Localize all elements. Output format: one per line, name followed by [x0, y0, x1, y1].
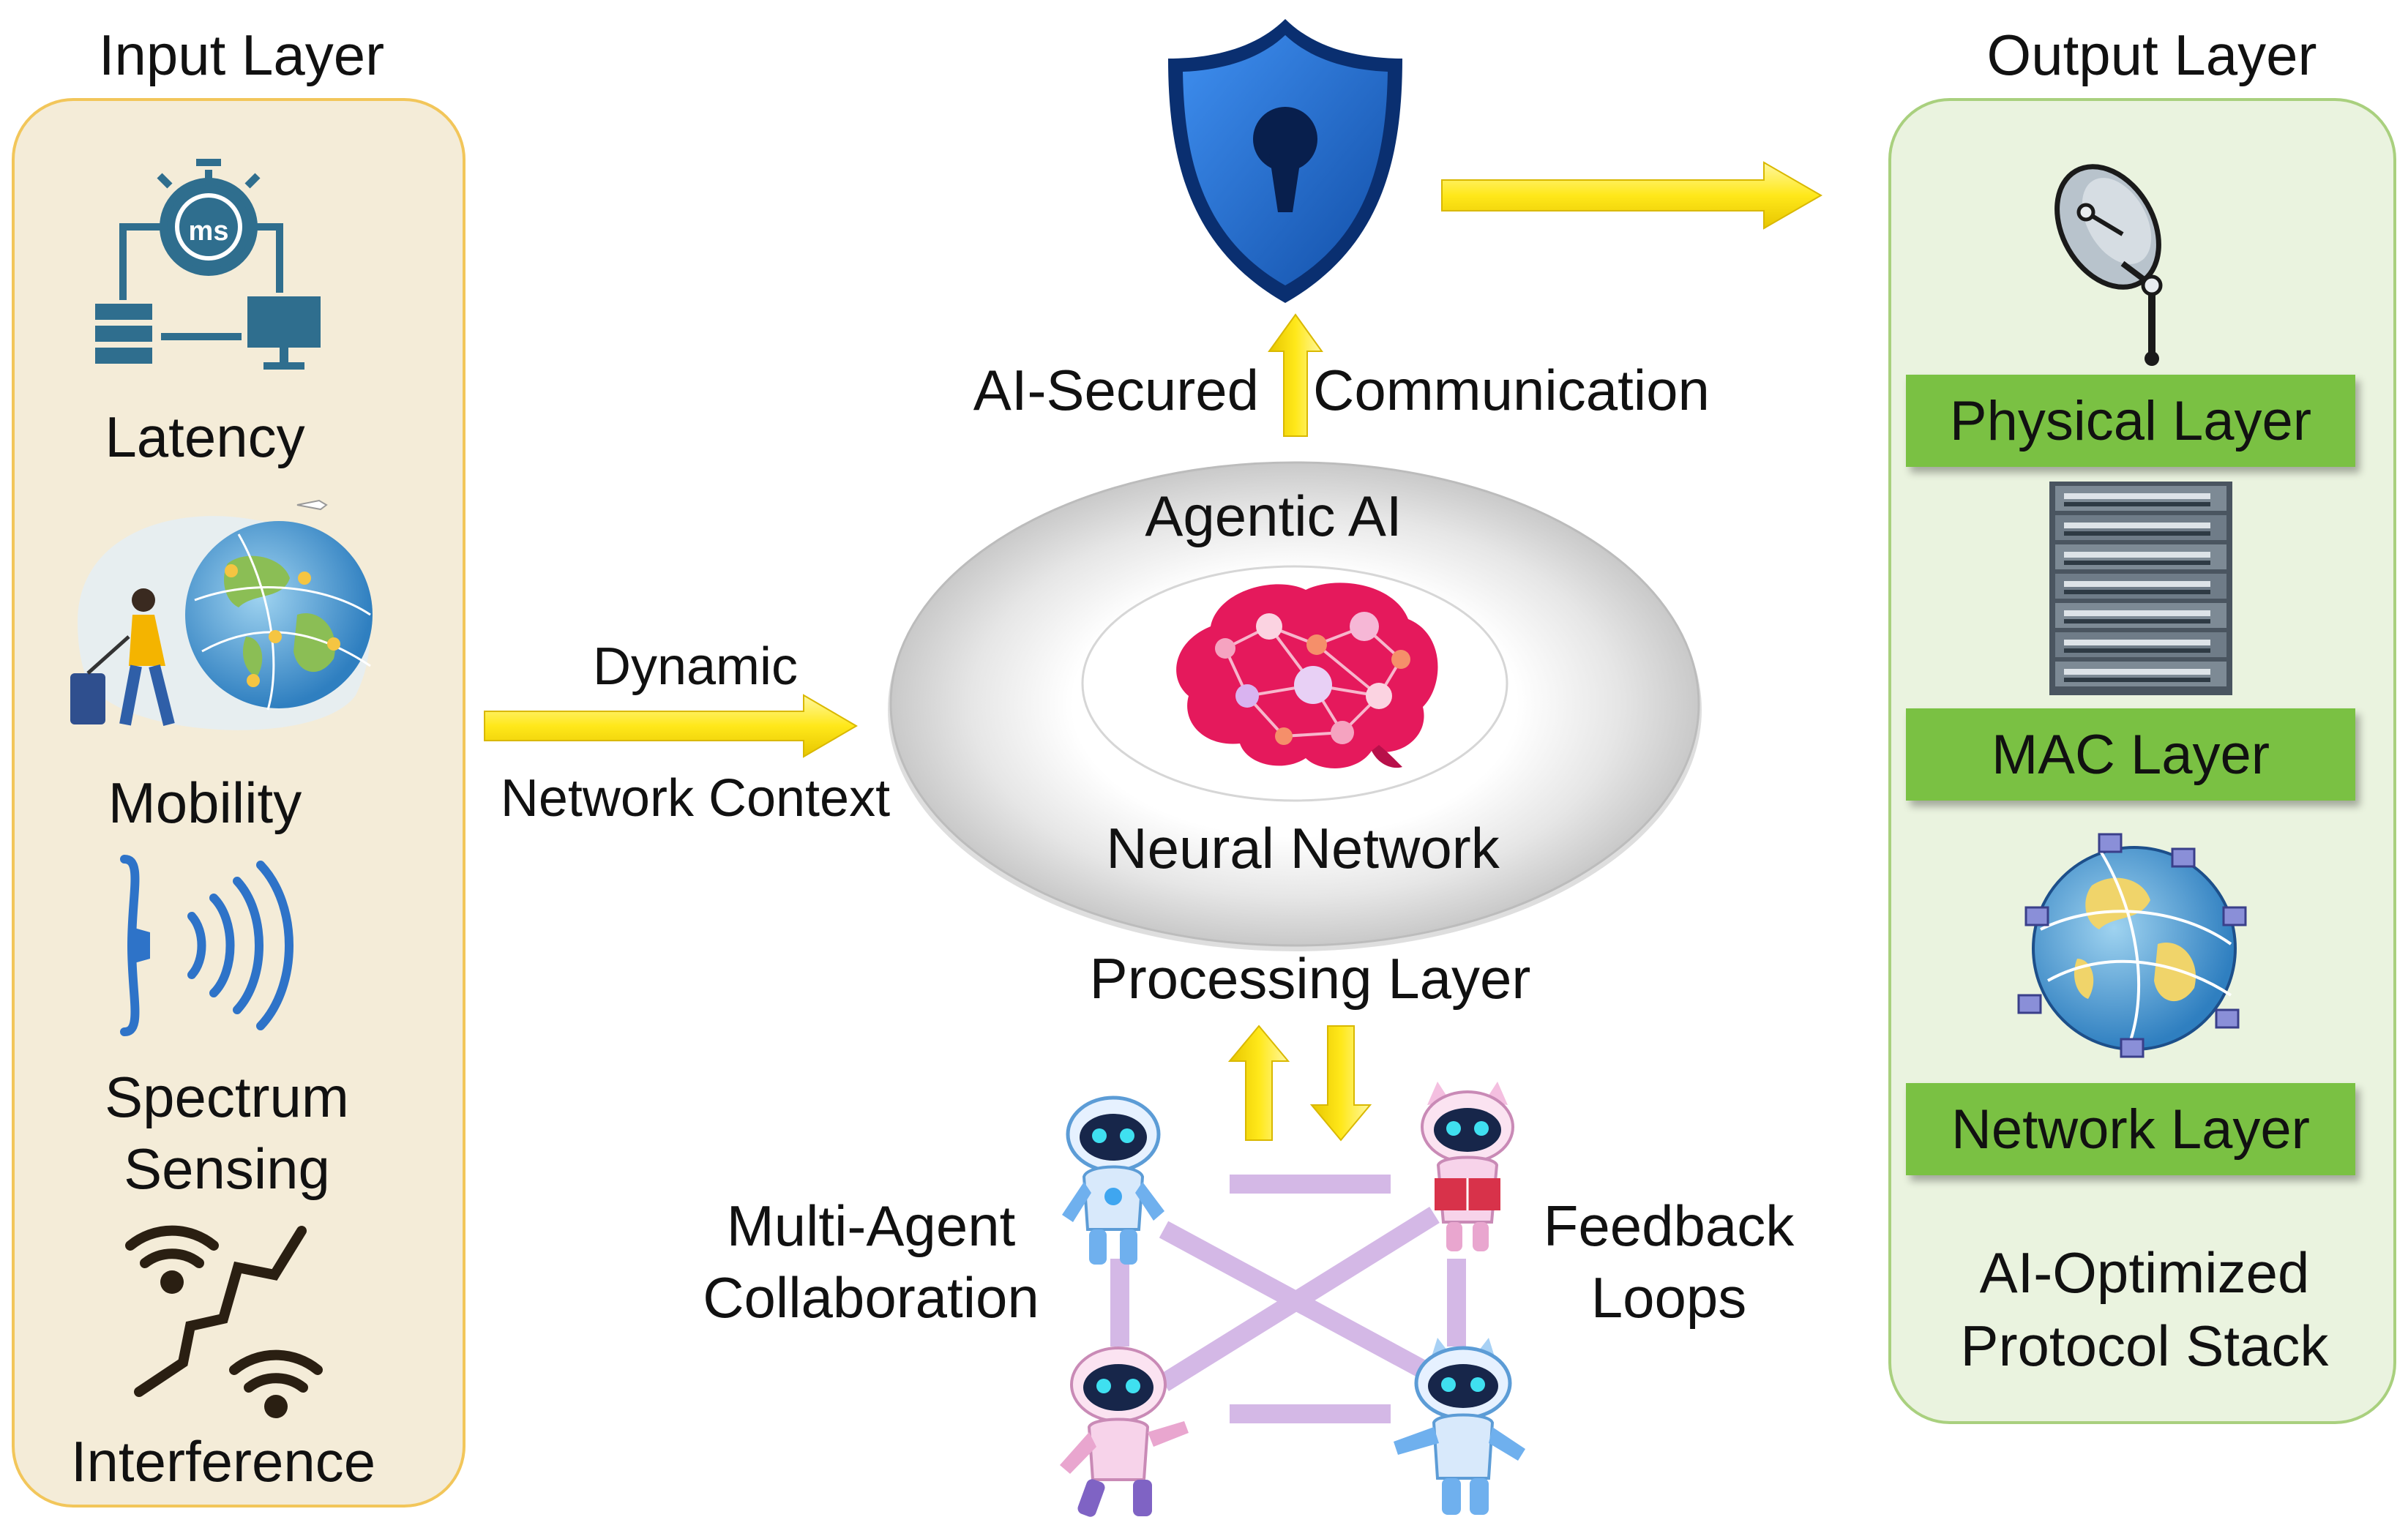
collaboration-label: Collaboration — [703, 1265, 1039, 1330]
robot-agent-pink-2 — [1060, 1347, 1189, 1517]
arrow-to-output — [1441, 161, 1823, 230]
physical-layer-box: Physical Layer — [1906, 375, 2355, 467]
latency-label: Latency — [105, 405, 305, 469]
neural-brain-icon — [1176, 583, 1438, 768]
robot-agent-blue-cat — [1394, 1338, 1525, 1515]
robot-agent-blue-1 — [1062, 1096, 1164, 1265]
mobility-label: Mobility — [108, 771, 302, 835]
arrow-up-to-security — [1268, 313, 1323, 437]
input-layer-title: Input Layer — [98, 23, 385, 87]
ai-secured-label: AI-Secured — [973, 358, 1259, 422]
mac-layer-label: MAC Layer — [1991, 723, 2270, 786]
multi-agent-label: Multi-Agent — [726, 1194, 1016, 1258]
communication-label: Communication — [1313, 358, 1710, 422]
wifi-interference-icon — [125, 1225, 323, 1418]
dynamic-label: Dynamic — [592, 637, 799, 696]
protocol-stack-label: Protocol Stack — [1960, 1314, 2329, 1378]
arrow-input-to-processing — [484, 694, 858, 758]
network-layer-label: Network Layer — [1951, 1098, 2310, 1161]
neural-network-label: Neural Network — [1106, 816, 1500, 880]
signal-waves-icon — [120, 855, 293, 1036]
physical-layer-label: Physical Layer — [1949, 389, 2312, 452]
feedback-label: Feedback — [1543, 1194, 1795, 1258]
svg-text:ms: ms — [189, 216, 229, 247]
loops-label: Loops — [1590, 1265, 1747, 1330]
stopwatch-network-icon: ms — [95, 159, 321, 370]
traveler-globe-icon — [70, 499, 373, 730]
agent-links — [1110, 1175, 1466, 1423]
robot-agent-pink-reader — [1421, 1082, 1514, 1251]
spectrum-sensing-label: Spectrum Sensing — [105, 1065, 349, 1201]
satellite-dish-icon — [2054, 164, 2163, 366]
network-context-label: Network Context — [500, 769, 891, 828]
agentic-ai-label: Agentic AI — [1145, 484, 1402, 548]
server-rack-icon — [2049, 482, 2232, 695]
mac-layer-box: MAC Layer — [1906, 708, 2355, 801]
shield-lock-icon — [1168, 19, 1402, 303]
arrow-down-to-agents — [1309, 1025, 1372, 1142]
interference-label: Interference — [70, 1429, 376, 1494]
network-globe-icon — [2017, 833, 2247, 1058]
output-layer-title: Output Layer — [1986, 23, 2317, 87]
network-layer-box: Network Layer — [1906, 1083, 2355, 1175]
processing-layer-label: Processing Layer — [1089, 946, 1531, 1011]
arrow-up-to-processing — [1227, 1025, 1290, 1141]
ai-optimized-label: AI-Optimized — [1979, 1240, 2310, 1305]
